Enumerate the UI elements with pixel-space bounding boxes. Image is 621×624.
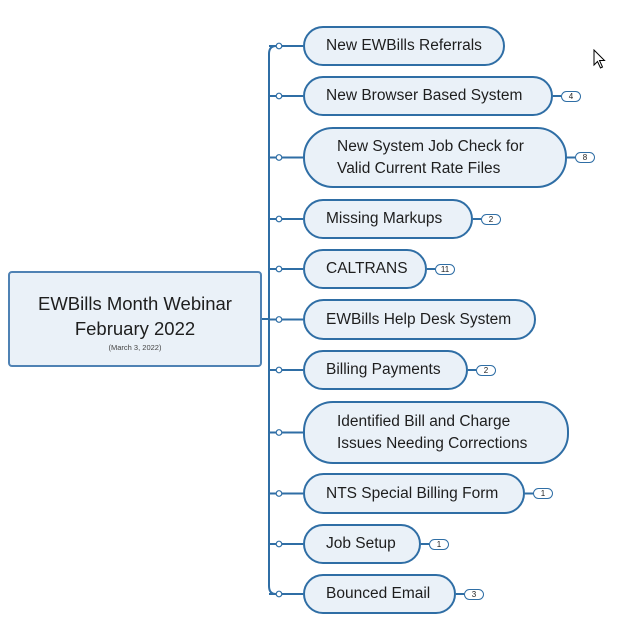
topic-count-badge[interactable]: 1 xyxy=(429,538,449,550)
topic-node[interactable]: Bounced Email xyxy=(303,574,456,614)
topic-node[interactable]: New EWBills Referrals xyxy=(303,26,505,66)
topic-label: Identified Bill and Charge Issues Needin… xyxy=(337,412,528,452)
collapse-toggle[interactable] xyxy=(275,215,283,223)
root-subtitle: (March 3, 2022) xyxy=(108,343,162,352)
topic-count-badge[interactable]: 3 xyxy=(464,588,484,600)
topic-label: Missing Markups xyxy=(326,210,443,227)
topic-label: New System Job Check for Valid Current R… xyxy=(337,137,524,177)
topic-node[interactable]: Job Setup xyxy=(303,524,421,564)
topic-count-badge[interactable]: 4 xyxy=(561,90,581,102)
topic-count-badge[interactable]: 2 xyxy=(476,364,496,376)
topic-count-badge[interactable]: 1 xyxy=(533,488,553,499)
collapse-toggle[interactable] xyxy=(275,265,283,273)
topic-label: Bounced Email xyxy=(326,585,431,602)
collapse-toggle[interactable] xyxy=(275,42,283,50)
topic-node[interactable]: New System Job Check for Valid Current R… xyxy=(303,127,567,188)
topic-node[interactable]: EWBills Help Desk System xyxy=(303,299,536,340)
root-title: EWBills Month Webinar February 2022 xyxy=(38,293,232,339)
collapse-toggle[interactable] xyxy=(275,366,283,374)
topic-label: CALTRANS xyxy=(326,260,408,277)
topic-label: EWBills Help Desk System xyxy=(326,310,512,328)
collapse-toggle[interactable] xyxy=(275,590,283,598)
root-topic[interactable]: EWBills Month Webinar February 2022 (Mar… xyxy=(8,271,262,367)
topic-node[interactable]: CALTRANS xyxy=(303,249,427,289)
collapse-toggle[interactable] xyxy=(275,540,283,548)
collapse-toggle[interactable] xyxy=(275,316,283,323)
topic-label: NTS Special Billing Form xyxy=(326,484,499,502)
topic-node[interactable]: NTS Special Billing Form xyxy=(303,473,525,514)
collapse-toggle[interactable] xyxy=(275,154,283,161)
topic-count-badge[interactable]: 11 xyxy=(435,263,455,275)
collapse-toggle[interactable] xyxy=(275,429,283,436)
topic-count-badge[interactable]: 2 xyxy=(481,213,501,225)
collapse-toggle[interactable] xyxy=(275,92,283,100)
topic-node[interactable]: Identified Bill and Charge Issues Needin… xyxy=(303,401,569,464)
topic-node[interactable]: New Browser Based System xyxy=(303,76,553,116)
topic-label: Billing Payments xyxy=(326,361,441,378)
topic-label: New EWBills Referrals xyxy=(326,37,482,54)
topic-node[interactable]: Missing Markups xyxy=(303,199,473,239)
topic-label: Job Setup xyxy=(326,535,396,552)
collapse-toggle[interactable] xyxy=(275,490,283,497)
topic-label: New Browser Based System xyxy=(326,87,523,104)
mouse-pointer-icon xyxy=(593,49,606,69)
topic-count-badge[interactable]: 8 xyxy=(575,152,595,163)
topic-node[interactable]: Billing Payments xyxy=(303,350,468,390)
